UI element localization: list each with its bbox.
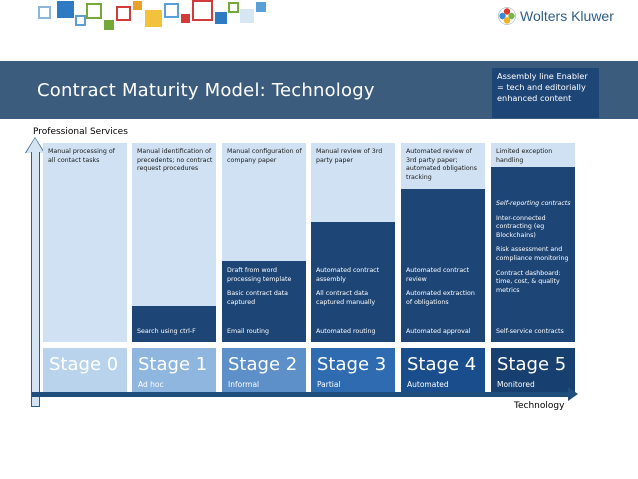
stage-0-name: Stage 0 — [49, 354, 119, 375]
stage-4-dark-block — [401, 189, 485, 342]
decorative-squares — [38, 0, 266, 30]
stage-3-name: Stage 3 — [317, 354, 387, 375]
stage-0-top-text: Manual processing of all contact tasks — [48, 148, 115, 164]
stage-4-box: Stage 4 Automated — [401, 348, 485, 392]
stage-5-bottom-text: Self-service contracts — [496, 328, 564, 336]
stage-5-items: Self-reporting contracts Inter-connected… — [496, 200, 572, 301]
stage-5-column: Limited exception handling Self-reportin… — [491, 143, 575, 342]
stage-4-bottom-text: Automated approval — [406, 328, 471, 336]
stage-5-top-text: Limited exception handling — [496, 148, 553, 164]
stage-4-subtitle: Automated — [407, 380, 449, 389]
stage-3-column: Manual review of 3rd party paper Automat… — [311, 143, 395, 342]
stage-3-item: All contract data captured manually — [316, 290, 376, 306]
stage-5-item: Self-reporting contracts — [496, 200, 571, 207]
stage-4-items: Automated contract review Automated extr… — [406, 267, 482, 313]
stage-2-item: Draft from word processing template — [227, 267, 292, 283]
horizontal-arrow-head — [568, 387, 578, 401]
x-axis-label: Technology — [514, 401, 565, 411]
stage-1-column: Manual identification of precedents; no … — [132, 143, 216, 342]
stage-2-dark-block — [222, 261, 306, 342]
stage-5-item: Inter-connected contracting (eg Blockcha… — [496, 214, 546, 239]
stage-5-box: Stage 5 Monitored — [491, 348, 575, 392]
stage-2-name: Stage 2 — [228, 354, 298, 375]
stage-2-bottom-text: Email routing — [227, 328, 269, 336]
stage-5-item: Risk assessment and compliance monitorin… — [496, 246, 569, 262]
stage-3-top-text: Manual review of 3rd party paper — [316, 148, 383, 164]
stage-3-item: Automated contract assembly — [316, 267, 380, 283]
vertical-arrow-shaft — [31, 152, 40, 407]
horizontal-arrow-shaft — [32, 392, 572, 397]
stage-4-item: Automated contract review — [406, 267, 470, 283]
stage-3-items: Automated contract assembly All contract… — [316, 267, 392, 313]
stage-1-subtitle: Ad hoc — [138, 380, 164, 389]
brand-name: Wolters Kluwer — [520, 8, 614, 24]
stage-2-items: Draft from word processing template Basi… — [227, 267, 303, 313]
stage-5-name: Stage 5 — [497, 354, 567, 375]
stage-3-box: Stage 3 Partial — [311, 348, 395, 392]
stage-2-box: Stage 2 Informal — [222, 348, 306, 392]
assembly-note: Assembly line Enabler = tech and editori… — [492, 68, 599, 118]
stage-4-column: Automated review of 3rd party paper; aut… — [401, 143, 485, 342]
vertical-arrow-head — [26, 138, 44, 153]
stage-2-item: Basic contract data captured — [227, 290, 289, 306]
stage-1-dark-block — [132, 306, 216, 342]
wolters-kluwer-icon — [498, 7, 516, 25]
stage-3-bottom-text: Automated routing — [316, 328, 376, 336]
stage-5-subtitle: Monitored — [497, 380, 535, 389]
stage-0-column: Manual processing of all contact tasks — [43, 143, 127, 342]
brand-logo: Wolters Kluwer — [498, 6, 618, 26]
stage-1-bottom-text: Search using ctrl-F — [137, 328, 196, 336]
stage-2-top-text: Manual configuration of company paper — [227, 148, 302, 164]
stage-4-name: Stage 4 — [407, 354, 477, 375]
stage-3-subtitle: Partial — [317, 380, 341, 389]
y-axis-label: Professional Services — [33, 127, 128, 137]
stage-5-dark-block — [491, 167, 575, 342]
page-title: Contract Maturity Model: Technology — [37, 80, 375, 101]
stage-1-top-text: Manual identification of precedents; no … — [137, 148, 213, 173]
stage-2-column: Manual configuration of company paper Dr… — [222, 143, 306, 342]
stage-3-dark-block — [311, 222, 395, 342]
stage-1-name: Stage 1 — [138, 354, 208, 375]
stage-4-item: Automated extraction of obligations — [406, 290, 475, 306]
stage-1-box: Stage 1 Ad hoc — [132, 348, 216, 392]
stage-5-item: Contract dashboard: time, cost, & qualit… — [496, 269, 561, 294]
stage-2-subtitle: Informal — [228, 380, 260, 389]
stage-0-box: Stage 0 — [43, 348, 127, 392]
stage-4-top-text: Automated review of 3rd party paper; aut… — [406, 148, 478, 181]
